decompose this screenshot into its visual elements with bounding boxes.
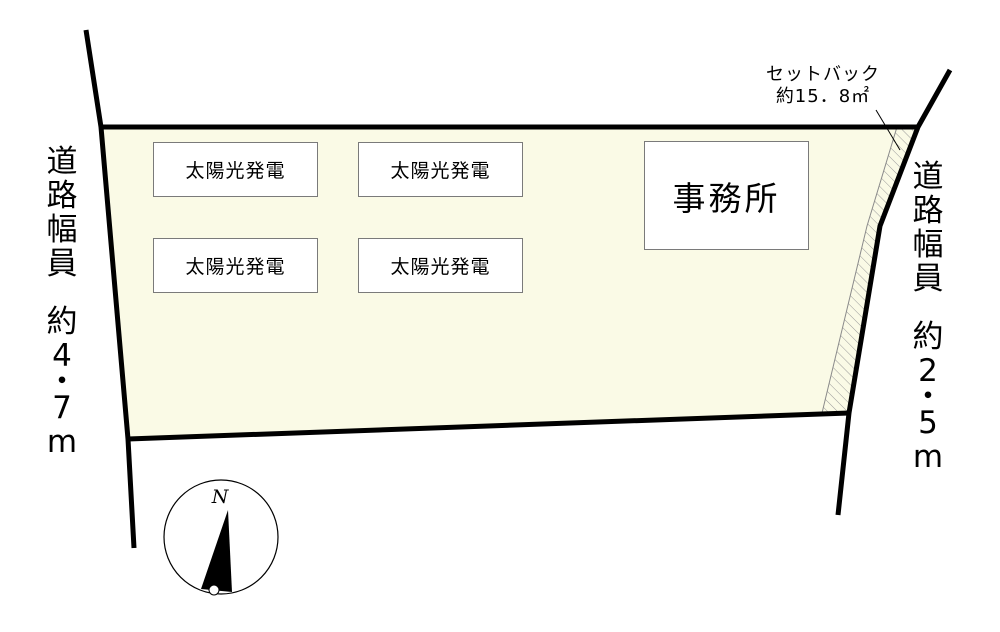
- road-left-char: 約: [46, 304, 78, 340]
- road-right-char: 路: [912, 193, 944, 229]
- road-left-char: ・: [46, 364, 78, 400]
- road-width-right-label: 道 路 幅 員 約 2 ・ 5 m: [908, 160, 948, 474]
- solar-panel-label: 太陽光発電: [390, 256, 491, 278]
- lot-boundary-bottom: [127, 410, 850, 442]
- solar-panel-label: 太陽光発電: [185, 160, 286, 182]
- road-width-left-label: 道 路 幅 員 約 4 ・ 7 m: [42, 145, 82, 459]
- setback-title: セットバック: [766, 64, 880, 85]
- solar-panel-box-1: 太陽光発電: [153, 142, 318, 197]
- road-left-char: 員: [46, 246, 78, 282]
- north-arrow-icon: [201, 510, 232, 592]
- road-right-char: 幅: [912, 227, 944, 263]
- road-left-char: 7: [52, 390, 72, 426]
- north-compass: N: [163, 479, 279, 596]
- office-label: 事務所: [672, 178, 781, 218]
- road-right-char: ・: [912, 379, 944, 415]
- solar-panel-box-3: 太陽光発電: [153, 238, 318, 293]
- road-left-char: m: [46, 424, 78, 460]
- setback-annotation: セットバック 約15．8㎡: [766, 64, 880, 108]
- solar-panel-box-4: 太陽光発電: [358, 238, 523, 293]
- road-left-char: 4: [52, 338, 72, 374]
- road-right-char: 約: [912, 319, 944, 355]
- road-right-char: 2: [918, 353, 938, 389]
- setback-leader-line: [875, 109, 901, 151]
- road-right-char: m: [912, 439, 944, 475]
- solar-panel-box-2: 太陽光発電: [358, 142, 523, 197]
- north-label: N: [211, 486, 230, 508]
- road-left-char: 路: [46, 178, 78, 214]
- road-edge-right: [835, 68, 953, 516]
- road-edge-left: [83, 29, 137, 549]
- setback-area: 約15．8㎡: [775, 86, 871, 107]
- road-right-char: 員: [912, 261, 944, 297]
- solar-panel-label: 太陽光発電: [185, 256, 286, 278]
- solar-panel-label: 太陽光発電: [390, 160, 491, 182]
- road-left-char: 道: [46, 144, 78, 180]
- road-right-char: 5: [918, 405, 938, 441]
- road-right-char: 道: [912, 159, 944, 195]
- road-left-char: 幅: [46, 212, 78, 248]
- office-box: 事務所: [644, 141, 809, 250]
